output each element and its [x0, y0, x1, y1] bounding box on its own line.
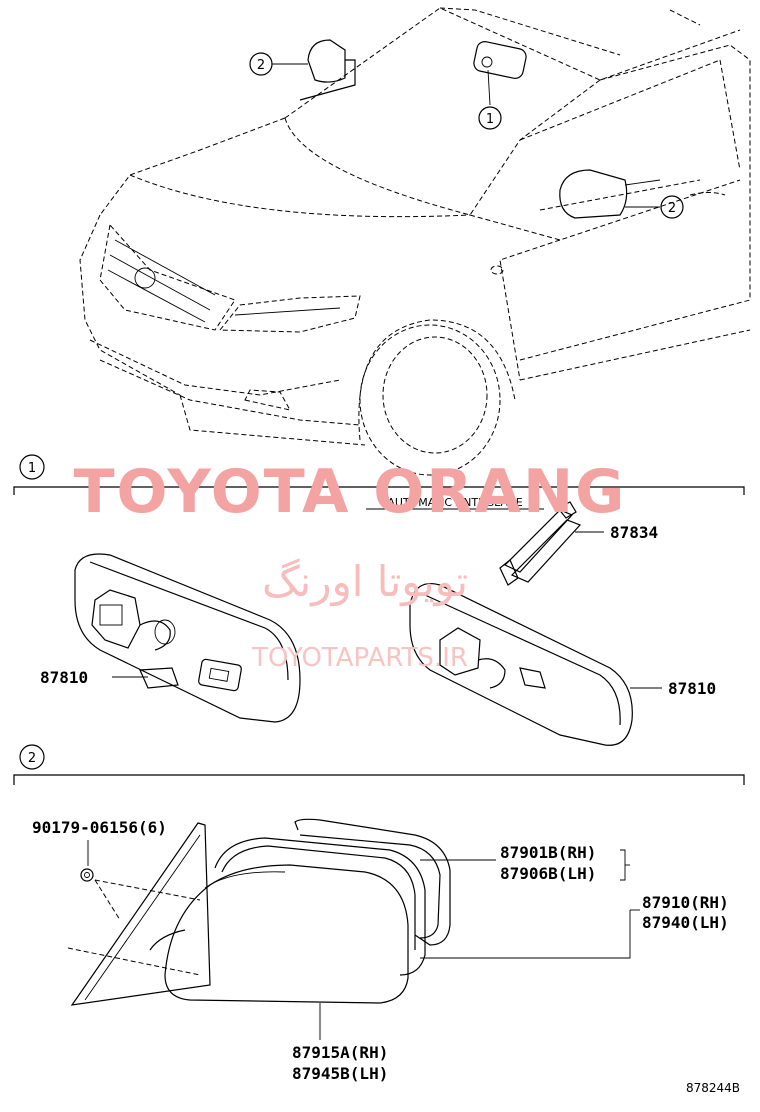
- part-number-cover-lh: 87906B(LH): [500, 864, 596, 883]
- part-number-housing-rh: 87915A(RH): [292, 1043, 388, 1062]
- bolt-icon: [80, 868, 94, 882]
- part-number-87834: 87834: [610, 523, 658, 542]
- watermark-brand-fa: تویوتا اورنگ: [262, 557, 468, 606]
- part-number-assy-rh: 87910(RH): [642, 893, 729, 912]
- part-number-87810-right: 87810: [668, 679, 716, 698]
- section-number: 2: [28, 751, 36, 766]
- car-illustration: [79, 7, 751, 476]
- callout-number: 2: [257, 58, 265, 73]
- watermark-site: TOYOTAPARTS.IR: [251, 643, 468, 673]
- part-number-cover-rh: 87901B(RH): [500, 843, 596, 862]
- part-number-bolt: 90179-06156(6): [32, 818, 167, 837]
- section-2-header: 2: [13, 744, 745, 785]
- part-number-housing-lh: 87945B(LH): [292, 1064, 388, 1083]
- outer-mirror-assembly: [164, 818, 451, 1004]
- drawing-code: 878244B: [686, 1081, 740, 1095]
- callout-2-right: 2: [660, 195, 684, 219]
- part-number-assy-lh: 87940(LH): [642, 913, 729, 932]
- inner-mirror-right: [409, 583, 633, 746]
- callout-number: 1: [486, 112, 494, 127]
- section-number: 1: [28, 461, 36, 476]
- clip-87834: [499, 501, 582, 586]
- section-1-header: 1 AUTOMATIC ANTI-GLARE: [13, 454, 745, 510]
- watermark-brand: TOYOTA ORANG: [74, 457, 627, 527]
- callout-2-top-left: 2: [249, 52, 273, 76]
- inner-mirror-left: [74, 553, 301, 723]
- outer-mirror-base: [67, 822, 211, 1006]
- callout-number: 2: [668, 201, 676, 216]
- callout-1-mirror: 1: [478, 106, 502, 130]
- part-number-87810-left: 87810: [40, 668, 88, 687]
- section-caption: AUTOMATIC ANTI-GLARE: [387, 496, 522, 509]
